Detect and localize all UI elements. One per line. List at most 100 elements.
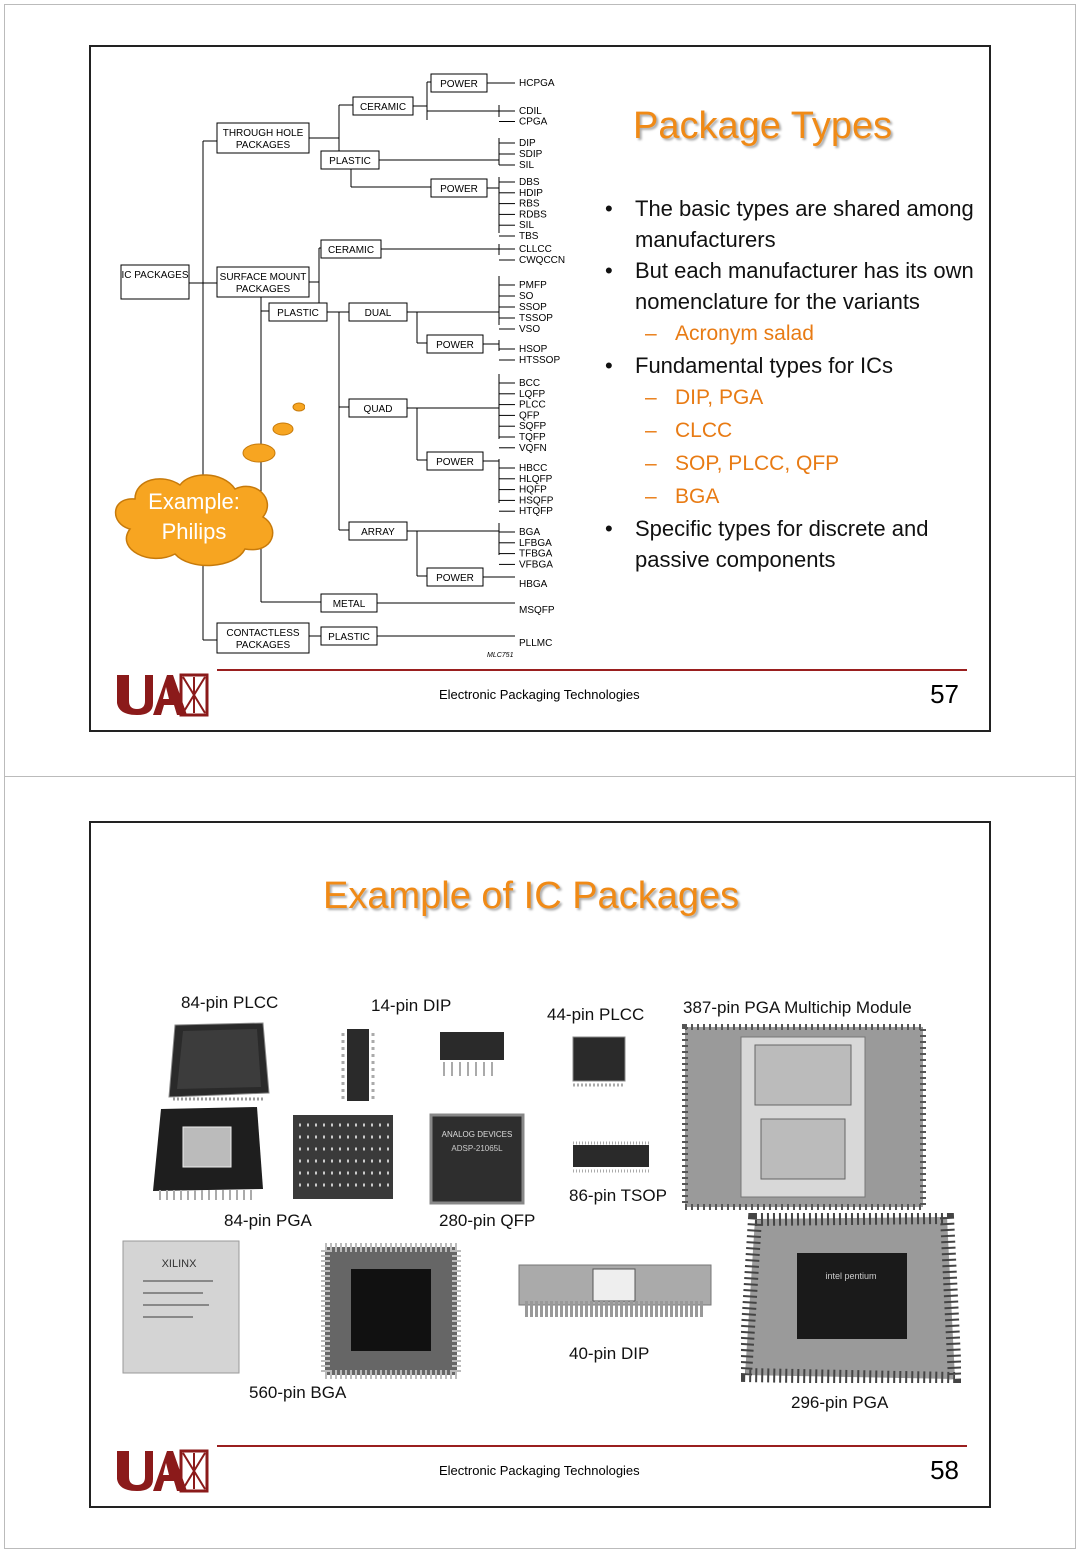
quad-label: QUAD bbox=[364, 404, 393, 415]
leaf-label: HLQFP bbox=[519, 474, 553, 485]
surface-mount-label: SURFACE MOUNT bbox=[220, 272, 307, 283]
leaf-label: TBS bbox=[519, 231, 539, 242]
th-ceramic-label: CERAMIC bbox=[360, 102, 406, 113]
root-label: IC PACKAGES bbox=[121, 270, 188, 281]
page-number: 57 bbox=[930, 679, 959, 709]
leaf-label: BCC bbox=[519, 378, 540, 389]
quad-power-label: POWER bbox=[436, 457, 474, 468]
th-plastic-label: PLASTIC bbox=[329, 156, 371, 167]
caption-560-pin-bga: 560-pin BGA bbox=[249, 1383, 347, 1402]
leaf-label: HSOP bbox=[519, 344, 548, 355]
bullet-list: The basic types are shared among manufac… bbox=[599, 193, 979, 575]
cloud-text: Example: Philips bbox=[148, 489, 240, 544]
th-plastic-power-label: POWER bbox=[440, 184, 478, 195]
caption-86-pin-tsop: 86-pin TSOP bbox=[569, 1186, 667, 1205]
slide-title-58: Example of IC Packages bbox=[323, 875, 740, 917]
bullet-item: But each manufacturer has its own nomenc… bbox=[599, 255, 979, 317]
page-number: 58 bbox=[930, 1455, 959, 1485]
leaf-label: HDIP bbox=[519, 188, 543, 199]
leaf-label: QFP bbox=[519, 410, 540, 421]
leaf-label: DIP bbox=[519, 138, 536, 149]
example-cloud bbox=[114, 402, 305, 567]
page-separator bbox=[4, 776, 1076, 777]
caption-296-pin-pga: 296-pin PGA bbox=[791, 1393, 889, 1412]
leaf-label: RDBS bbox=[519, 209, 547, 220]
svg-text:PACKAGES: PACKAGES bbox=[236, 140, 291, 151]
leaf-label: SIL bbox=[519, 220, 534, 231]
qfp280-image: ANALOG DEVICES ADSP-21065L bbox=[429, 1113, 525, 1205]
leaf-label: VQFN bbox=[519, 443, 547, 454]
leaf-label: PMFP bbox=[519, 280, 547, 291]
leaf-label: HSQFP bbox=[519, 495, 554, 506]
xilinx-mark: XILINX bbox=[162, 1258, 198, 1270]
metal-label: METAL bbox=[333, 599, 366, 610]
package-tree-diagram: IC PACKAGES THROUGH HOLE PACKAGES CERAMI… bbox=[120, 73, 565, 659]
sub-bullet-item: CLCC bbox=[599, 414, 979, 447]
sub-bullet-item: SOP, PLCC, QFP bbox=[599, 447, 979, 480]
plcc44-image bbox=[572, 1036, 626, 1087]
uam-logo bbox=[117, 1449, 209, 1493]
slide-title-57: Package Types bbox=[633, 105, 893, 147]
leaf-label: SQFP bbox=[519, 421, 547, 432]
caption-387-pin-pga: 387-pin PGA Multichip Module bbox=[683, 998, 912, 1017]
diagram-code: MLC751 bbox=[487, 652, 514, 659]
leaf-label: VSO bbox=[519, 324, 540, 335]
th-ceramic-power-label: POWER bbox=[440, 79, 478, 90]
intel-mark: intel pentium bbox=[825, 1271, 876, 1281]
leaf-label: TFBGA bbox=[519, 549, 553, 560]
sub-bullet-item: Acronym salad bbox=[599, 317, 979, 350]
slide-58: Example of IC Packages 84-pin PLCC 14-pi… bbox=[89, 821, 991, 1508]
leaf-label: CLLCC bbox=[519, 244, 552, 255]
leaf-label: DBS bbox=[519, 177, 540, 188]
tsop86-image bbox=[573, 1141, 649, 1173]
caption-84-pin-pga: 84-pin PGA bbox=[224, 1211, 312, 1230]
sm-ceramic-label: CERAMIC bbox=[328, 245, 374, 256]
array-label: ARRAY bbox=[361, 527, 395, 538]
footer-text: Electronic Packaging Technologies bbox=[439, 687, 640, 702]
leaf-label: SO bbox=[519, 291, 534, 302]
dip14-vertical-image bbox=[341, 1029, 375, 1101]
bullet-item: Fundamental types for ICs bbox=[599, 350, 979, 381]
leaf-label: LQFP bbox=[519, 389, 545, 400]
leaf-label: HTSSOP bbox=[519, 355, 560, 366]
slide-57: IC PACKAGES THROUGH HOLE PACKAGES CERAMI… bbox=[89, 45, 991, 732]
dual-power-label: POWER bbox=[436, 340, 474, 351]
bullet-item: The basic types are shared among manufac… bbox=[599, 193, 979, 255]
leaf-label: HTQFP bbox=[519, 506, 553, 517]
leaf-label: TSSOP bbox=[519, 313, 553, 324]
leaf-label: CPGA bbox=[519, 117, 548, 128]
pga84-image bbox=[153, 1107, 263, 1200]
leaf-label: TQFP bbox=[519, 432, 546, 443]
bga560-image bbox=[321, 1243, 461, 1379]
leaf-label: BGA bbox=[519, 527, 540, 538]
caption-44-pin-plcc: 44-pin PLCC bbox=[547, 1005, 645, 1024]
through-hole-label: THROUGH HOLE bbox=[223, 128, 304, 139]
contactless-label: CONTACTLESS bbox=[226, 628, 299, 639]
leaf-label: CDIL bbox=[519, 106, 542, 117]
plcc84-image bbox=[168, 1022, 270, 1101]
sm-plastic-label: PLASTIC bbox=[277, 308, 319, 319]
leaf-label: HCPGA bbox=[519, 78, 555, 89]
leaf-label: HBGA bbox=[519, 579, 548, 590]
bga-xilinx-image: XILINX bbox=[122, 1240, 240, 1374]
leaf-label: VFBGA bbox=[519, 559, 553, 570]
leaf-labels: HCPGACDILCPGADIPSDIPSILDBSHDIPRBSRDBSSIL… bbox=[499, 78, 565, 649]
sub-bullet-item: DIP, PGA bbox=[599, 381, 979, 414]
dip40-image bbox=[518, 1264, 712, 1317]
leaf-label: SSOP bbox=[519, 302, 547, 313]
caption-280-pin-qfp: 280-pin QFP bbox=[439, 1211, 536, 1230]
leaf-label: PLLMC bbox=[519, 638, 552, 649]
sub-bullet-item: BGA bbox=[599, 480, 979, 513]
leaf-label: RBS bbox=[519, 199, 540, 210]
footer-rule bbox=[217, 1445, 967, 1447]
leaf-label: SDIP bbox=[519, 149, 543, 160]
leaf-label: HBCC bbox=[519, 463, 547, 474]
svg-text:PACKAGES: PACKAGES bbox=[236, 284, 291, 295]
leaf-label: LFBGA bbox=[519, 538, 552, 549]
uam-logo bbox=[117, 673, 209, 717]
caption-14-pin-dip: 14-pin DIP bbox=[371, 996, 452, 1015]
leaf-label: HQFP bbox=[519, 485, 547, 496]
mcm387-image bbox=[682, 1024, 926, 1210]
bullet-item: Specific types for discrete and passive … bbox=[599, 513, 979, 575]
qfp-part: ADSP-21065L bbox=[451, 1144, 503, 1153]
